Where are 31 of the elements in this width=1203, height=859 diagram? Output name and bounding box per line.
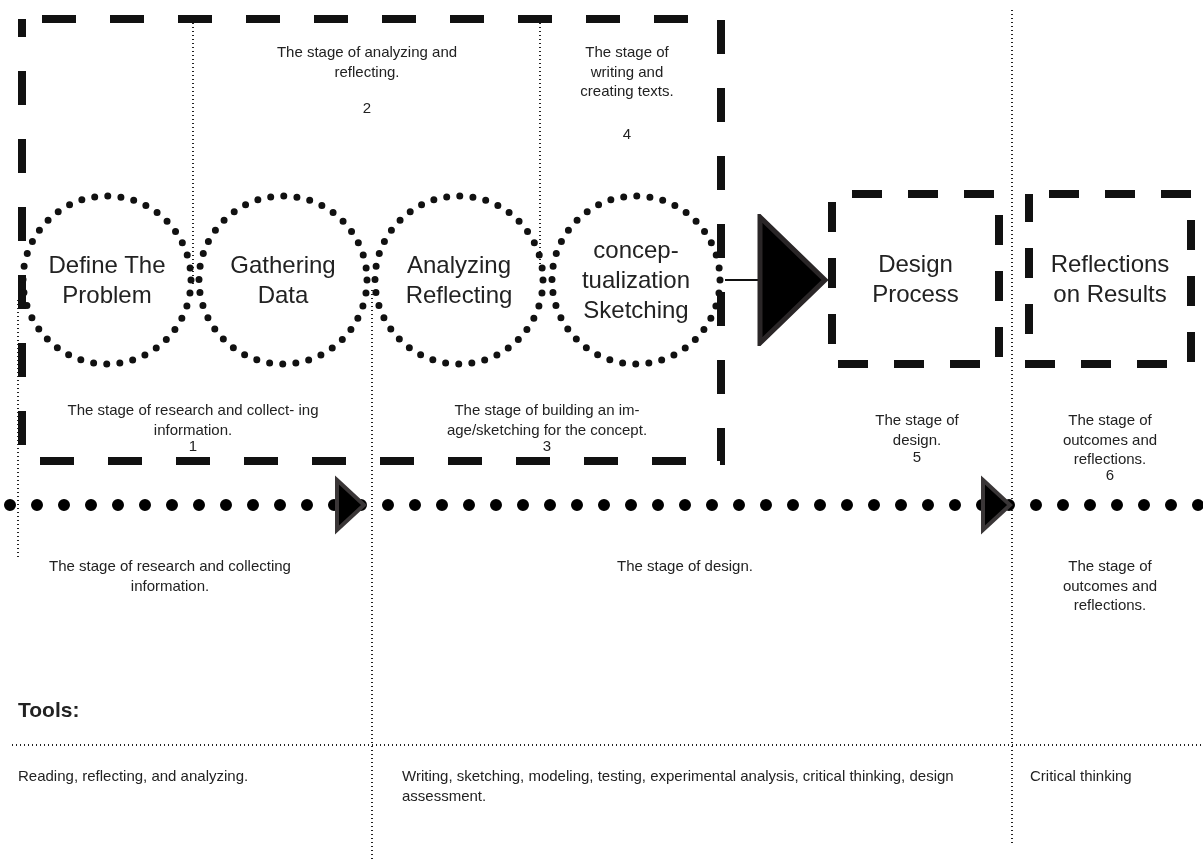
dotted-circle [371, 192, 547, 368]
dashed-box [1025, 190, 1195, 368]
stage-caption: Reading, reflecting, and analyzing. [18, 766, 250, 786]
stage-caption: The stage of design. [874, 410, 960, 449]
node-label: Design Process [871, 249, 960, 309]
stage-caption: The stage of writing and creating texts. [579, 42, 675, 101]
stage-caption: The stage of analyzing and reflecting. [275, 42, 459, 81]
node-label: Gathering Data [229, 250, 337, 310]
arrow [724, 214, 828, 346]
dotted-circle [195, 192, 371, 368]
stage-caption: The stage of design. [616, 556, 754, 576]
dashed-box [828, 190, 1003, 368]
stage-caption: 2 [361, 98, 373, 118]
stage-caption: 5 [911, 448, 923, 467]
node-label: Define The Problem [47, 250, 167, 310]
dotted-circle [19, 192, 195, 368]
stage-caption: The stage of research and collect- ing information. [66, 400, 320, 439]
stage-caption: 3 [541, 436, 553, 456]
stage-caption: 1 [187, 436, 199, 456]
dashed-frame [18, 15, 725, 465]
stage-caption: The stage of outcomes and reflections. [1061, 556, 1159, 615]
stage-caption: The stage of building an im- age/sketching for the concept. [445, 400, 649, 439]
stage-caption: Critical thinking [1030, 766, 1133, 786]
stage-caption: The stage of research and collecting information. [48, 556, 292, 595]
node-label: Analyzing Reflecting [404, 250, 514, 310]
node-label: concep- tualization Sketching [580, 235, 692, 325]
section-heading: Tools: [18, 697, 81, 723]
node-label: Reflections on Results [1049, 249, 1171, 309]
stage-caption: Writing, sketching, modeling, testing, experimental analysis, critical thinking, design assessment. [402, 766, 955, 805]
stage-caption: 4 [621, 124, 633, 144]
dotted-circle [548, 192, 724, 368]
